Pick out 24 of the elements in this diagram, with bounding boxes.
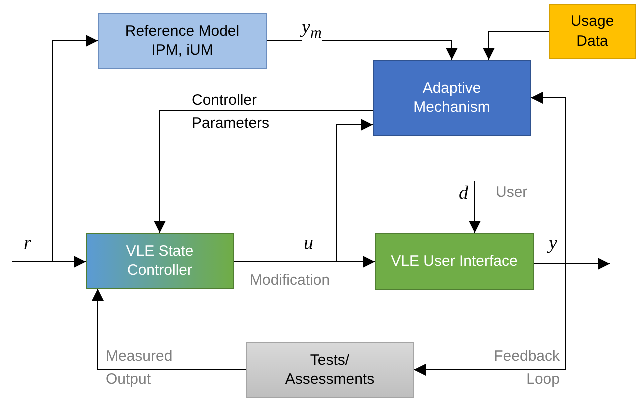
process-box bbox=[373, 60, 531, 136]
box-label: Usage Data bbox=[570, 12, 616, 51]
arrow bbox=[154, 110, 374, 234]
box-label: Reference Model IPM, iUM bbox=[124, 22, 241, 60]
arrow bbox=[414, 264, 566, 376]
arrow bbox=[234, 119, 374, 262]
process-box bbox=[549, 4, 636, 59]
arrow bbox=[469, 180, 481, 234]
edge-label: Feedback Loop bbox=[493, 347, 560, 390]
process-box bbox=[246, 342, 414, 398]
arrow bbox=[266, 40, 458, 60]
process-box bbox=[98, 13, 267, 69]
box-label: VLE User Interface bbox=[390, 252, 519, 272]
box-label: Adaptive Mechanism bbox=[412, 78, 492, 118]
box-label: VLE State Controller bbox=[125, 242, 195, 280]
arrow bbox=[483, 32, 550, 60]
arrow bbox=[530, 92, 566, 264]
process-box bbox=[375, 233, 534, 290]
edge-label: Controller Parameters bbox=[192, 91, 271, 134]
edge-label: Measured Output bbox=[106, 347, 174, 390]
box-label: Tests/ Assessments bbox=[284, 350, 376, 390]
arrow bbox=[92, 288, 246, 370]
process-box bbox=[86, 233, 234, 289]
arrow bbox=[12, 35, 98, 262]
